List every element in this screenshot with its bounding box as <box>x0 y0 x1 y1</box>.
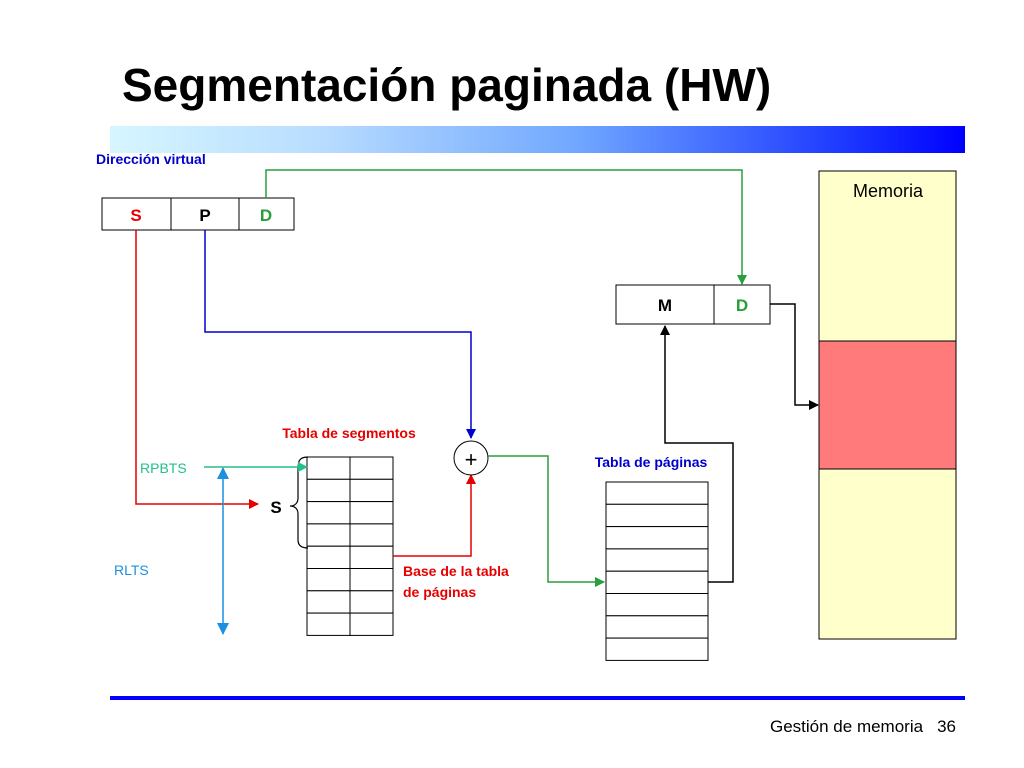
segment-table-cell <box>306 456 351 480</box>
segment-table-cell <box>349 501 394 525</box>
memory-label: Memoria <box>853 181 924 201</box>
physical-offset-field-d: D <box>736 296 748 315</box>
page-table-row <box>605 615 709 639</box>
offset-arrow <box>265 169 747 285</box>
segment-table-cell <box>306 523 351 547</box>
segment-table-cell <box>349 590 394 614</box>
virtual-address-box: S P D <box>101 197 295 231</box>
memory-block <box>818 340 957 470</box>
segment-table-cell <box>306 590 351 614</box>
page-table-row <box>605 526 709 550</box>
rpbts-label: RPBTS <box>140 460 187 476</box>
page-table <box>605 481 709 661</box>
segment-table-cell <box>306 545 351 570</box>
segment-table-cell <box>306 612 351 636</box>
adder-to-page-table-arrow <box>488 455 605 587</box>
footer-text: Gestión de memoria <box>770 717 924 736</box>
page-table-row <box>605 570 709 595</box>
physical-address-box: M D <box>615 284 771 325</box>
footer: Gestión de memoria 36 <box>770 717 956 737</box>
segment-field-s: S <box>130 206 141 225</box>
segment-table <box>306 456 394 636</box>
segment-table-cell <box>349 545 394 570</box>
physical-to-memory-arrow <box>770 303 819 410</box>
page-number-arrow <box>204 230 476 439</box>
segment-index-label: S <box>270 498 281 517</box>
title-gradient-bar <box>110 126 965 153</box>
segment-table-cell <box>349 612 394 636</box>
segment-table-cell <box>349 478 394 503</box>
page-table-row <box>605 548 709 572</box>
page-title: Segmentación paginada (HW) <box>122 59 772 111</box>
page-number: 36 <box>937 717 956 736</box>
base-label-line1: Base de la tabla <box>403 563 509 579</box>
segment-table-cell <box>306 501 351 525</box>
page-table-to-frame-arrow <box>660 325 734 583</box>
segment-table-cell <box>349 456 394 480</box>
virtual-address-label: Dirección virtual <box>96 151 206 167</box>
page-table-base-arrow <box>393 474 476 557</box>
segment-brace <box>289 456 309 549</box>
page-table-row <box>605 593 709 617</box>
segment-table-cell <box>349 523 394 547</box>
segment-table-cell <box>306 568 351 592</box>
memory: Memoria <box>818 170 957 640</box>
adder: + <box>453 440 489 476</box>
bottom-rule <box>110 696 965 700</box>
frame-field-m: M <box>658 296 672 315</box>
page-table-row <box>605 503 709 528</box>
page-table-label: Tabla de páginas <box>595 454 708 470</box>
segment-table-label: Tabla de segmentos <box>282 425 416 441</box>
plus-symbol: + <box>465 447 478 472</box>
segment-table-cell <box>349 568 394 592</box>
base-label-line2: de páginas <box>403 584 476 600</box>
rlts-label: RLTS <box>114 562 149 578</box>
page-field-p: P <box>199 206 210 225</box>
segment-table-cell <box>306 478 351 503</box>
page-table-row <box>605 637 709 661</box>
offset-field-d: D <box>260 206 272 225</box>
page-table-row <box>605 481 709 505</box>
